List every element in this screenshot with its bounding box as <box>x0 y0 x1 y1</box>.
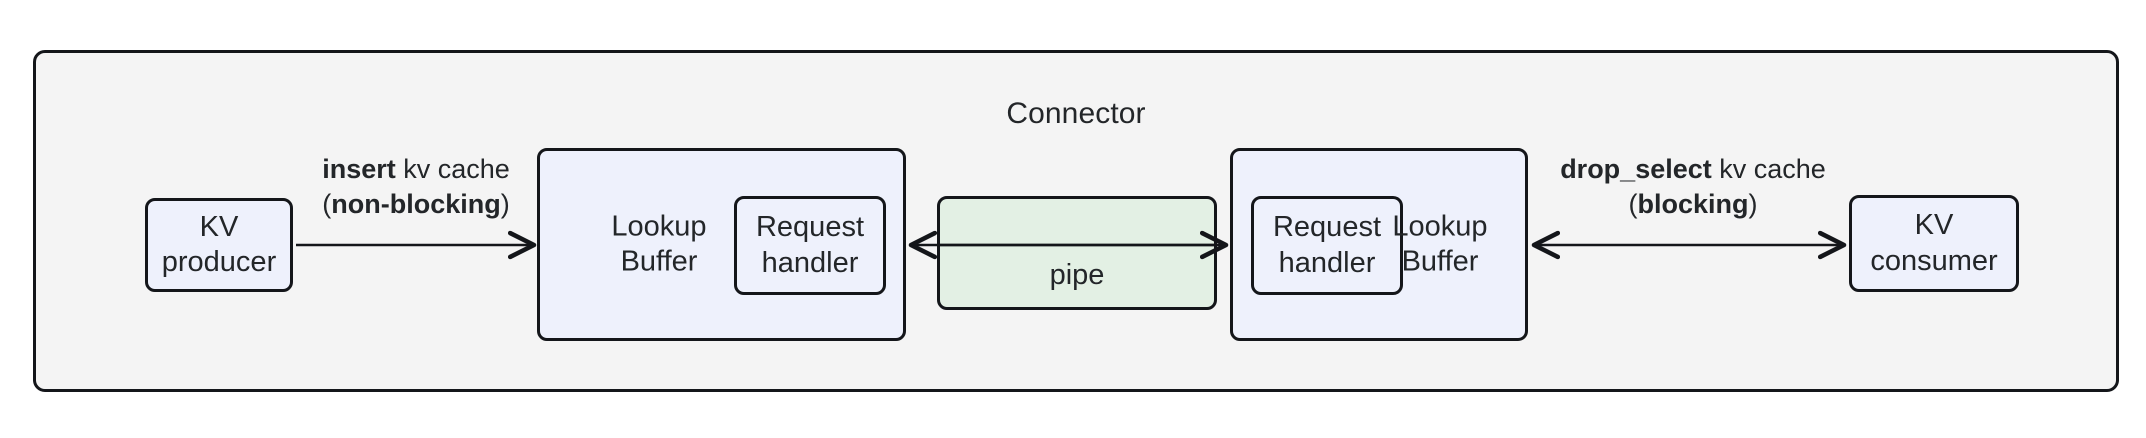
edge-label-insert-paren-open: ( <box>322 189 332 220</box>
edge-label-drop-select-op: drop_select <box>1560 154 1712 184</box>
edge-label-drop-select-mode: blocking <box>1637 189 1749 220</box>
edge-label-insert-line2: (non-blocking) <box>283 187 549 222</box>
node-lookup-buffer-left-label: Lookup Buffer <box>611 210 707 278</box>
node-lookup-buffer-right: Request handler Lookup Buffer <box>1230 148 1528 341</box>
node-kv-consumer: KV consumer <box>1849 195 2019 292</box>
edge-label-insert-rest: kv cache <box>395 154 510 184</box>
node-kv-consumer-label: KV consumer <box>1870 209 1998 277</box>
node-pipe: pipe <box>937 196 1217 310</box>
edge-label-drop-select-paren-close: ) <box>1748 189 1758 220</box>
edge-label-insert-mode: non-blocking <box>331 189 501 220</box>
edge-label-drop-select-line1: drop_select kv cache <box>1528 152 1858 187</box>
node-lookup-buffer-right-label: Lookup Buffer <box>1392 210 1488 278</box>
edge-label-drop-select-line2: (blocking) <box>1528 187 1858 222</box>
node-request-handler-right: Request handler <box>1251 196 1403 295</box>
connector-title: Connector <box>1006 97 1146 130</box>
node-kv-producer: KV producer <box>145 198 293 292</box>
edge-label-insert-paren-close: ) <box>500 189 510 220</box>
edge-label-drop-select-rest: kv cache <box>1711 154 1826 184</box>
edge-label-insert: insert kv cache (non-blocking) <box>283 152 549 222</box>
edge-label-drop-select: drop_select kv cache (blocking) <box>1528 152 1858 222</box>
node-lookup-buffer-left: Lookup Buffer Request handler <box>537 148 906 341</box>
node-kv-producer-label: KV producer <box>161 210 277 278</box>
node-request-handler-left: Request handler <box>734 196 886 295</box>
edge-label-insert-line1: insert kv cache <box>283 152 549 187</box>
node-pipe-label: pipe <box>1049 258 1105 291</box>
edge-label-insert-op: insert <box>322 154 396 184</box>
edge-label-drop-select-paren-open: ( <box>1628 189 1638 220</box>
